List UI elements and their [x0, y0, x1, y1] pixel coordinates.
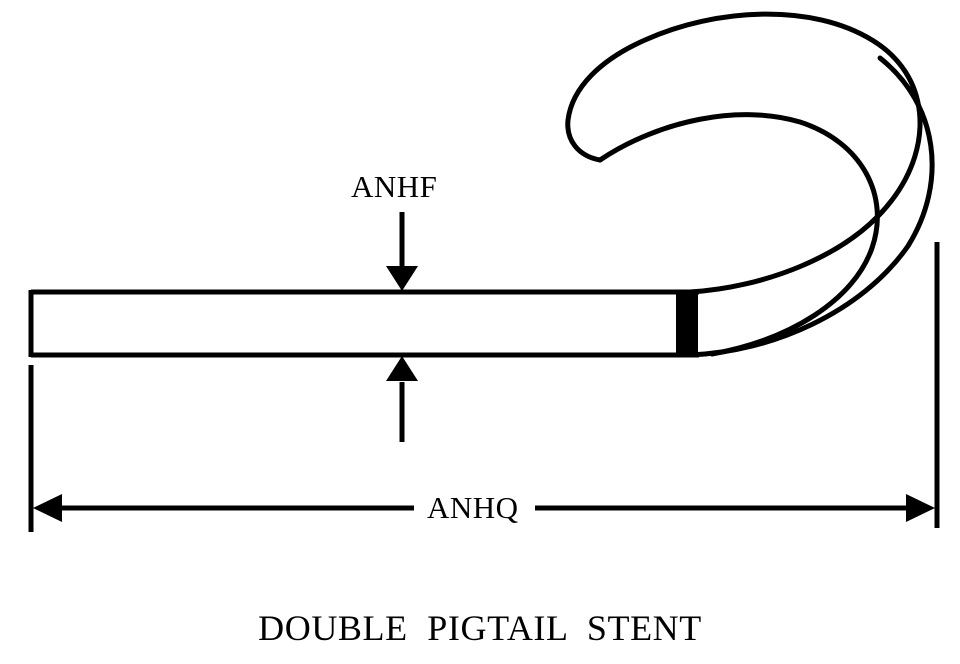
pigtail-curl [565, 11, 935, 358]
length-dimension [28, 242, 940, 532]
length-callout-label: ANHQ [421, 491, 525, 525]
figure-caption: DOUBLE PIGTAIL STENT [258, 608, 702, 648]
thickness-dimension-lower [386, 356, 418, 442]
thickness-callout-label: ANHF [351, 169, 438, 204]
stent-shaft [28, 289, 699, 358]
radiopaque-band [676, 290, 698, 357]
thickness-dimension-upper [386, 212, 418, 291]
